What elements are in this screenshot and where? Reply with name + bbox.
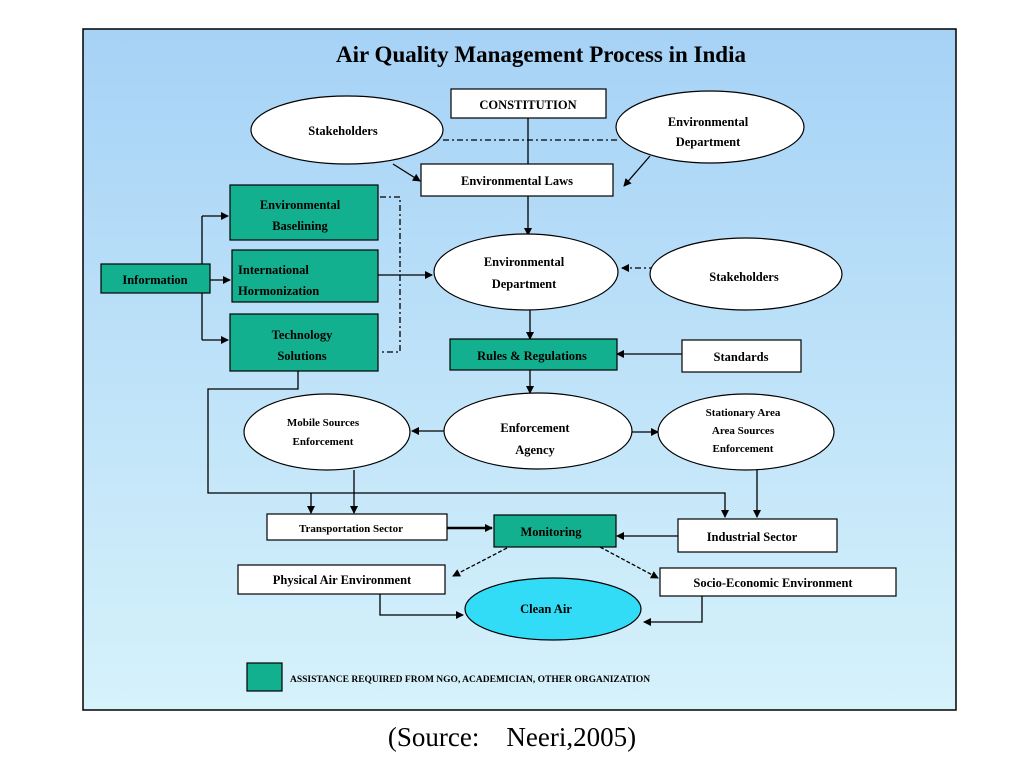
transportation-sector-box: Transportation Sector [266, 513, 448, 541]
standards-box: Standards [681, 339, 802, 373]
mobile-sources-ellipse: Mobile Sources Enforcement [243, 393, 411, 471]
socio-economic-box: Socio-Economic Environment [659, 567, 897, 597]
constitution-label: CONSTITUTION [479, 98, 576, 112]
information-box: Information [100, 263, 211, 294]
information-label: Information [122, 273, 187, 287]
enforcement-agency-line1: Enforcement [500, 421, 570, 435]
env-department-mid-ellipse: Environmental Department [433, 233, 619, 311]
clean-air-label: Clean Air [520, 602, 572, 616]
monitoring-label: Monitoring [520, 525, 582, 539]
rules-regulations-box: Rules & Regulations [449, 338, 618, 371]
environmental-laws-label: Environmental Laws [461, 174, 573, 188]
enforcement-agency-ellipse: Enforcement Agency [443, 392, 633, 470]
env-baselining-line1: Environmental [260, 198, 341, 212]
environmental-laws-box: Environmental Laws [420, 163, 614, 197]
env-baselining-line2: Baselining [272, 219, 328, 233]
intl-harmonization-box: International Hormonization [231, 249, 379, 303]
stakeholders-top-ellipse: Stakeholders [250, 95, 444, 165]
stakeholders-top-label: Stakeholders [308, 124, 378, 138]
stationary-area-line2: Area Sources [712, 425, 775, 437]
stakeholders-mid-label: Stakeholders [709, 270, 779, 284]
intl-harmonization-line1: International [238, 263, 309, 277]
clean-air-ellipse: Clean Air [464, 577, 642, 641]
socio-economic-label: Socio-Economic Environment [693, 576, 853, 590]
stationary-area-ellipse: Stationary Area Area Sources Enforcement [657, 393, 835, 471]
rules-regulations-label: Rules & Regulations [477, 349, 587, 363]
technology-solutions-line2: Solutions [277, 349, 326, 363]
monitoring-box: Monitoring [493, 514, 617, 548]
legend: ASSISTANCE REQUIRED FROM NGO, ACADEMICIA… [246, 662, 650, 692]
physical-air-box: Physical Air Environment [237, 564, 446, 595]
intl-harmonization-line2: Hormonization [238, 284, 319, 298]
constitution-box: CONSTITUTION [450, 88, 607, 119]
enforcement-agency-line2: Agency [515, 443, 555, 457]
technology-solutions-line1: Technology [272, 328, 333, 342]
industrial-sector-label: Industrial Sector [707, 530, 798, 544]
physical-air-label: Physical Air Environment [273, 573, 412, 587]
legend-swatch [246, 662, 283, 692]
connectors [201, 118, 761, 626]
stationary-area-line1: Stationary Area [706, 407, 781, 419]
diagram-title: Air Quality Management Process in India [336, 42, 746, 67]
mobile-sources-line1: Mobile Sources [287, 417, 360, 429]
technology-solutions-box: Technology Solutions [229, 313, 379, 372]
standards-label: Standards [714, 350, 769, 364]
source-caption: (Source: Neeri,2005) [387, 722, 637, 752]
env-department-top-ellipse: Environmental Department [615, 90, 805, 164]
env-department-top-line1: Environmental [668, 115, 749, 129]
env-department-top-line2: Department [676, 135, 741, 149]
env-baselining-box: Environmental Baselining [229, 184, 379, 241]
mobile-sources-line2: Enforcement [293, 436, 354, 448]
env-department-mid-line1: Environmental [484, 255, 565, 269]
stakeholders-mid-ellipse: Stakeholders [649, 237, 843, 311]
process-diagram: Air Quality Management Process in India [82, 28, 957, 711]
stationary-area-line3: Enforcement [713, 443, 774, 455]
industrial-sector-box: Industrial Sector [677, 518, 838, 553]
env-department-mid-line2: Department [492, 277, 557, 291]
legend-label: ASSISTANCE REQUIRED FROM NGO, ACADEMICIA… [290, 675, 650, 685]
transportation-sector-label: Transportation Sector [299, 523, 403, 535]
